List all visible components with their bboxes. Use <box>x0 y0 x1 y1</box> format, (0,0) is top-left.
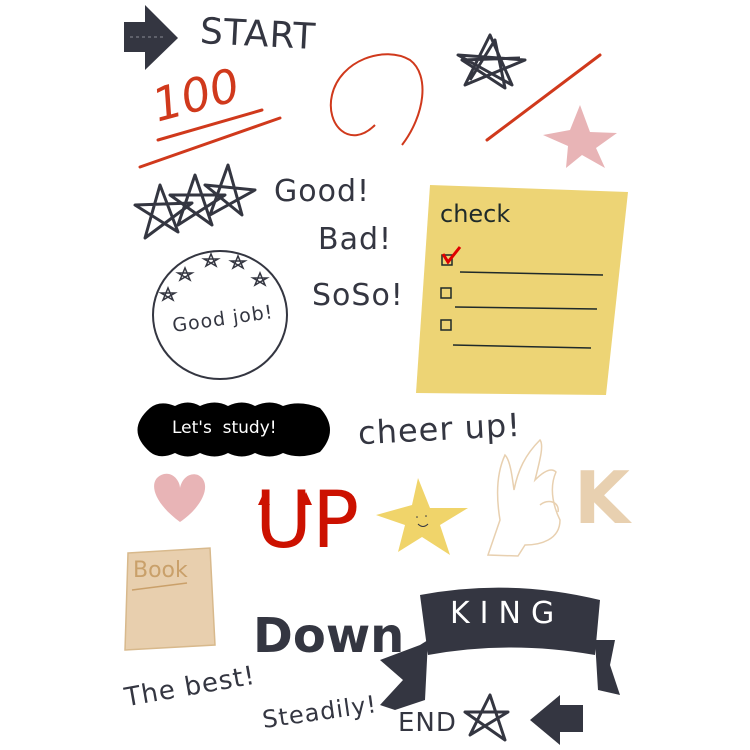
k-letter: K <box>574 456 630 540</box>
red-circle-mark <box>329 53 424 146</box>
soso-label: SoSo! <box>312 278 404 313</box>
underline-mark <box>138 116 282 169</box>
red-check-icon <box>441 246 462 265</box>
start-label: START <box>199 10 318 59</box>
red-slash-mark <box>485 53 602 142</box>
sticky-note <box>416 185 628 395</box>
bad-label: Bad! <box>318 222 393 257</box>
lets-study-pill <box>137 402 330 457</box>
good-job-stamp <box>152 250 288 380</box>
underline-mark <box>156 108 264 142</box>
king-label: KING <box>450 596 565 631</box>
king-banner <box>380 587 620 710</box>
up-label: UP <box>255 476 360 566</box>
scribble-star-icon <box>456 33 527 90</box>
ok-hand-icon <box>486 438 561 557</box>
book-icon <box>124 547 216 651</box>
left-arrow-icon <box>530 695 583 745</box>
check-title: check <box>440 200 511 228</box>
smiling-star-icon <box>376 478 468 555</box>
stamp-stars <box>158 252 270 302</box>
end-label: END <box>398 708 457 738</box>
checklist <box>440 254 604 349</box>
pink-star-icon <box>543 105 617 168</box>
down-label: Down <box>253 608 405 664</box>
up-arrow-icon <box>300 492 312 505</box>
up-arrow-icon <box>258 492 270 505</box>
good-label: Good! <box>274 174 371 209</box>
heart-icon <box>154 473 206 522</box>
lets-study-label: Let's study! <box>172 418 277 438</box>
book-label: Book <box>133 558 188 583</box>
three-stars-scribble <box>133 163 257 240</box>
end-star-icon <box>463 693 510 742</box>
